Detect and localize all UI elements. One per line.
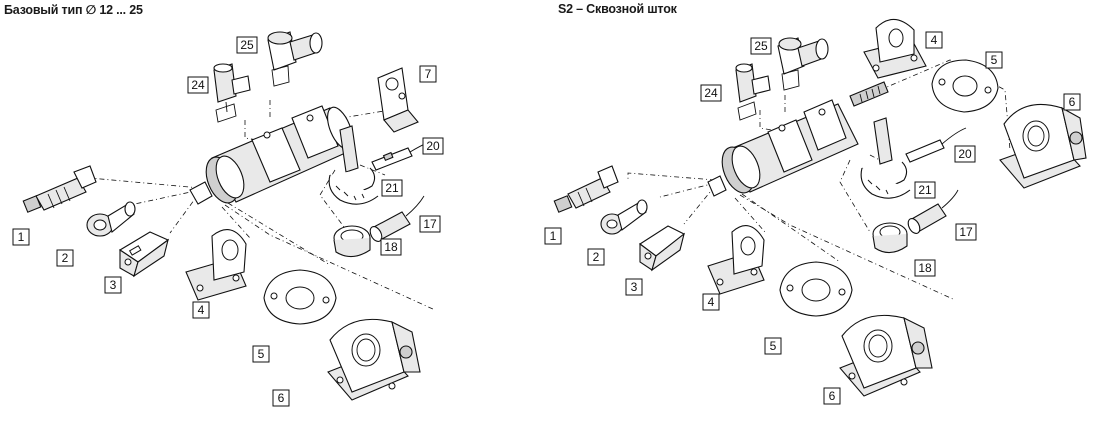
- svg-text:7: 7: [425, 67, 432, 81]
- svg-text:21: 21: [385, 181, 399, 195]
- right-callout-4: 4: [702, 293, 720, 311]
- svg-text:4: 4: [708, 295, 715, 309]
- right-callout-1: 1: [544, 227, 562, 245]
- left-part-flange-plate: [263, 269, 337, 325]
- svg-text:3: 3: [631, 280, 638, 294]
- right-part-sensor: [905, 127, 967, 163]
- left-part-cylinder: [189, 105, 353, 205]
- svg-text:6: 6: [1069, 95, 1076, 109]
- right-callouts: 1 2 3 4 5 6 17 18 20 21 24 25 4 5 6: [544, 31, 1081, 405]
- right-part-flange-plate-top: [931, 59, 999, 113]
- right-part-foot-mount-top: [863, 18, 927, 79]
- svg-text:5: 5: [258, 347, 265, 361]
- left-part-foot-mount: [185, 229, 247, 301]
- svg-text:1: 1: [550, 229, 557, 243]
- right-part-l-fitting: [777, 37, 829, 91]
- left-part-mounting-strap: [328, 125, 379, 205]
- left-diagram-title: Базовый тип ∅ 12 ... 25: [4, 3, 143, 17]
- right-callout-18: 18: [914, 259, 936, 277]
- svg-text:17: 17: [959, 225, 973, 239]
- right-callout-5: 5: [764, 337, 782, 355]
- right-part-rod-eye: [600, 199, 648, 235]
- right-callout-24: 24: [700, 84, 722, 102]
- svg-text:2: 2: [593, 250, 600, 264]
- left-callout-17: 17: [419, 215, 441, 233]
- right-part-cyl-sensor: [907, 189, 959, 234]
- svg-text:5: 5: [991, 53, 998, 67]
- right-part-rod-end: [553, 165, 619, 213]
- svg-text:3: 3: [110, 278, 117, 292]
- left-part-l-fitting: [267, 31, 323, 87]
- left-part-rod-eye: [86, 201, 136, 237]
- right-part-pivot-bracket-top: [999, 103, 1087, 189]
- left-part-cyl-sensor: [369, 195, 425, 242]
- svg-text:1: 1: [18, 230, 25, 244]
- right-diagram: 1 2 3 4 5 6 17 18 20 21 24 25 4 5 6: [544, 18, 1087, 405]
- svg-text:4: 4: [198, 303, 205, 317]
- left-callout-25: 25: [236, 36, 258, 54]
- left-part-flow-valve: [213, 63, 251, 123]
- svg-text:4: 4: [931, 33, 938, 47]
- right-callout-17: 17: [955, 223, 977, 241]
- left-callouts: 1 2 3 4 5 6 7 17 18 20 21 24 25: [12, 36, 444, 407]
- left-callout-4: 4: [192, 301, 210, 319]
- left-part-pivot-bracket: [327, 318, 421, 401]
- right-callout-20: 20: [954, 145, 976, 163]
- right-part-cylinder: [707, 81, 889, 197]
- left-callout-20: 20: [422, 137, 444, 155]
- svg-text:25: 25: [754, 39, 768, 53]
- svg-text:18: 18: [918, 261, 932, 275]
- left-callout-3: 3: [104, 276, 122, 294]
- right-callout-5-top: 5: [985, 51, 1003, 69]
- right-part-sensor-ring: [872, 222, 908, 254]
- svg-text:21: 21: [918, 183, 932, 197]
- right-callout-21: 21: [914, 181, 936, 199]
- right-callout-3: 3: [625, 278, 643, 296]
- right-callout-4-top: 4: [925, 31, 943, 49]
- left-callout-5: 5: [252, 345, 270, 363]
- svg-text:24: 24: [704, 86, 718, 100]
- right-callout-6-top: 6: [1063, 93, 1081, 111]
- svg-text:25: 25: [240, 38, 254, 52]
- right-part-clevis: [639, 225, 686, 272]
- left-part-clevis: [118, 231, 170, 278]
- left-part-sensor-ring: [333, 225, 371, 258]
- left-callout-7: 7: [419, 65, 437, 83]
- left-callout-1: 1: [12, 228, 30, 246]
- left-callout-6: 6: [272, 389, 290, 407]
- left-part-rod-end: [22, 165, 97, 213]
- right-part-mounting-strap: [860, 117, 911, 199]
- right-callout-6: 6: [823, 387, 841, 405]
- svg-text:5: 5: [770, 339, 777, 353]
- right-diagram-title: S2 – Сквозной шток: [558, 2, 677, 16]
- svg-text:24: 24: [191, 78, 205, 92]
- right-callout-2: 2: [587, 248, 605, 266]
- svg-text:6: 6: [278, 391, 285, 405]
- left-callout-21: 21: [381, 179, 403, 197]
- svg-text:6: 6: [829, 389, 836, 403]
- svg-text:17: 17: [423, 217, 437, 231]
- left-callout-18: 18: [380, 238, 402, 256]
- right-part-flow-valve: [735, 63, 771, 121]
- svg-text:18: 18: [384, 240, 398, 254]
- svg-text:2: 2: [62, 251, 69, 265]
- left-diagram: 1 2 3 4 5 6 7 17 18 20 21 24 25: [12, 31, 444, 407]
- right-part-foot-mount-low: [707, 225, 765, 295]
- left-callout-24: 24: [187, 76, 209, 94]
- svg-text:20: 20: [426, 139, 440, 153]
- right-part-flange-plate-low: [779, 261, 853, 317]
- left-part-clevis-foot: [377, 67, 419, 133]
- right-part-pivot-bracket-low: [839, 314, 933, 397]
- svg-text:20: 20: [958, 147, 972, 161]
- left-callout-2: 2: [56, 249, 74, 267]
- right-callout-25: 25: [750, 37, 772, 55]
